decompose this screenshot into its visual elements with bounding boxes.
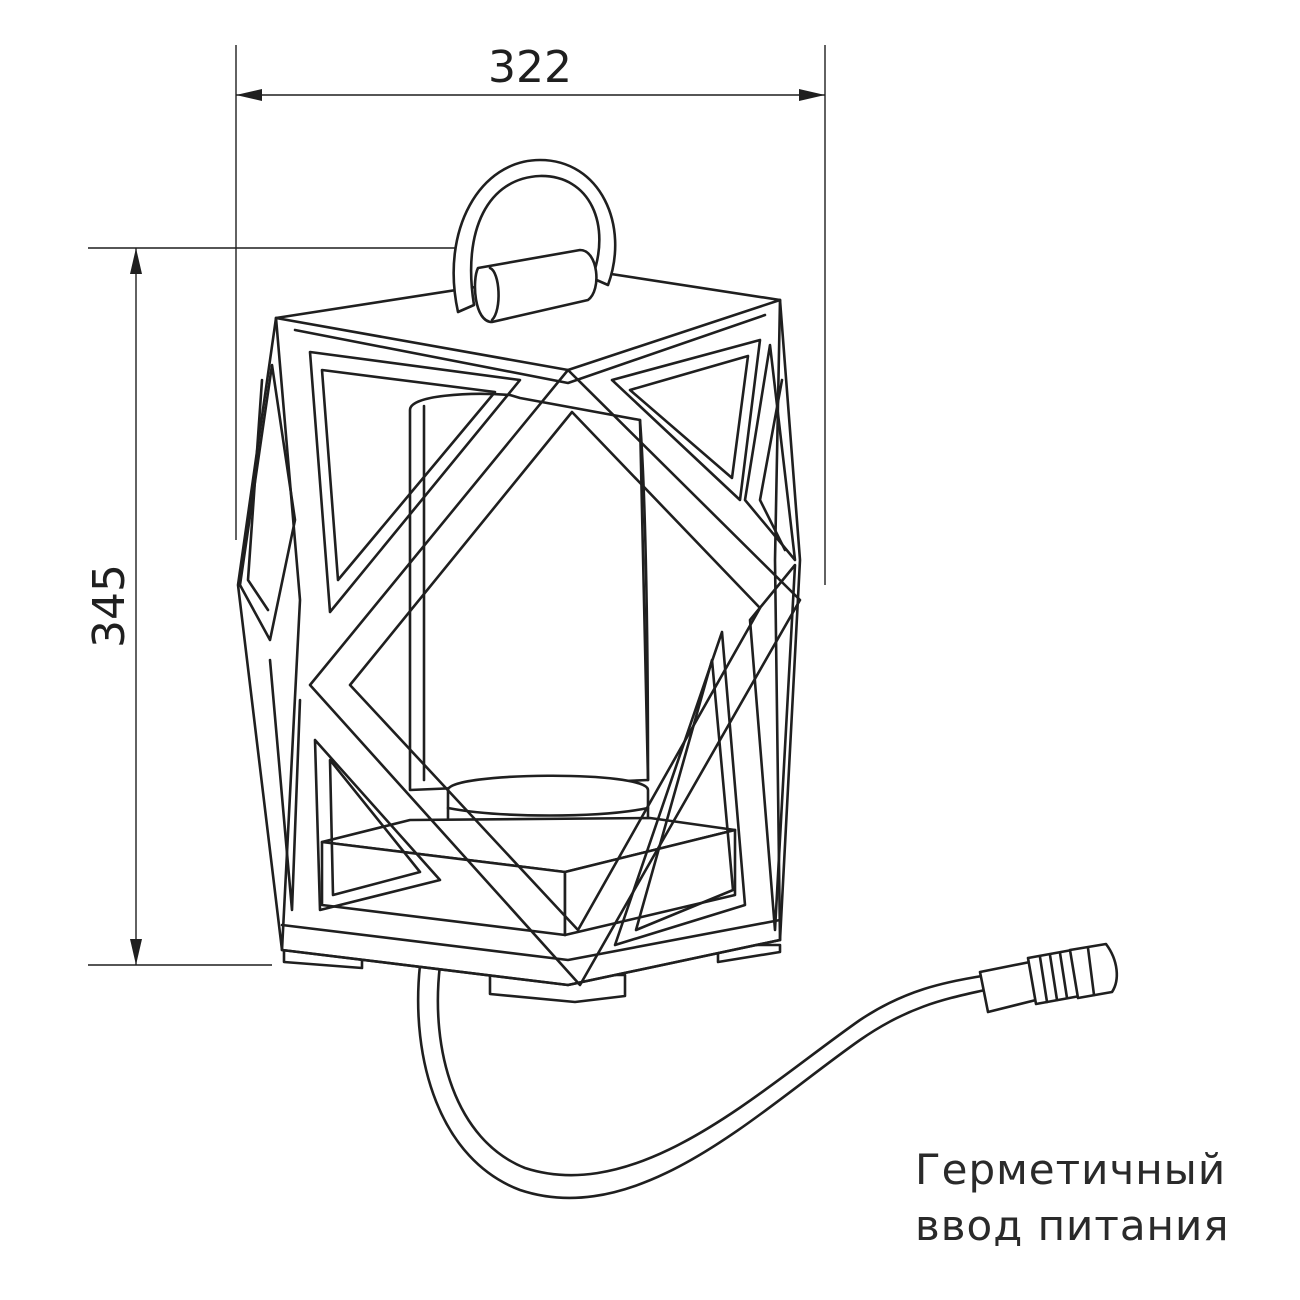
lamp-cylinder: [410, 394, 648, 838]
width-label: 322: [488, 42, 572, 93]
note-line-2: ввод питания: [915, 1198, 1230, 1254]
sealed-power-input-note: Герметичный ввод питания: [915, 1142, 1230, 1254]
width-arrow-right: [799, 89, 825, 101]
cable-outer-edge: [418, 965, 985, 1198]
power-cable: [418, 965, 985, 1198]
height-arrow-bottom: [130, 939, 142, 965]
note-line-1: Герметичный: [915, 1142, 1230, 1198]
sealed-connector: [980, 944, 1117, 1012]
width-arrow-left: [236, 89, 262, 101]
height-arrow-top: [130, 248, 142, 274]
lantern-body: [238, 270, 800, 985]
connector-boot: [980, 962, 1036, 1012]
lantern-handle: [454, 160, 616, 322]
height-label: 345: [84, 564, 135, 648]
